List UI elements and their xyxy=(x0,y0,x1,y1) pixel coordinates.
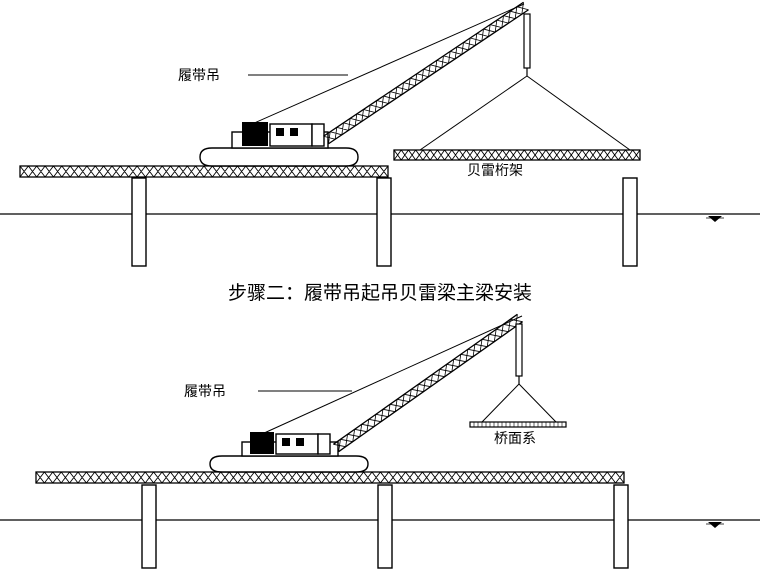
platform-truss-bottom xyxy=(35,471,625,484)
water-level-icon xyxy=(706,216,724,222)
crane-body-bottom xyxy=(241,432,339,457)
crane-label-top: 履带吊 xyxy=(178,68,220,84)
platform-truss-top xyxy=(19,165,389,178)
crane-rigging-top xyxy=(251,3,525,125)
suspended-bailey-truss xyxy=(393,149,641,161)
truss-label: 贝雷桁架 xyxy=(467,163,523,179)
pile xyxy=(622,177,638,267)
suspended-deck xyxy=(469,421,567,428)
crane-hook-top xyxy=(419,13,631,151)
piles-bottom xyxy=(141,484,629,569)
step-caption: 步骤二：履带吊起吊贝雷梁主梁安装 xyxy=(228,282,532,304)
crane-hook-bottom xyxy=(481,323,557,423)
pile xyxy=(376,177,392,267)
crane-track-top xyxy=(199,147,359,167)
deck-label: 桥面系 xyxy=(494,431,536,447)
crane-boom-bottom xyxy=(333,313,523,453)
crane-boom-top xyxy=(323,1,529,145)
water-level-icon xyxy=(706,522,724,528)
piles-top xyxy=(131,177,638,267)
pile xyxy=(377,484,393,569)
pile xyxy=(613,484,629,569)
crane-track-bottom xyxy=(209,455,369,473)
bottom-panel: 履带吊 桥面系 xyxy=(0,313,760,569)
top-panel: 履带吊 贝雷桁架 xyxy=(0,1,760,267)
pile xyxy=(131,177,147,267)
crane-rigging-bottom xyxy=(261,315,523,435)
crane-label-bottom: 履带吊 xyxy=(184,384,226,400)
crane-body-top xyxy=(231,122,329,149)
pile xyxy=(141,484,157,569)
